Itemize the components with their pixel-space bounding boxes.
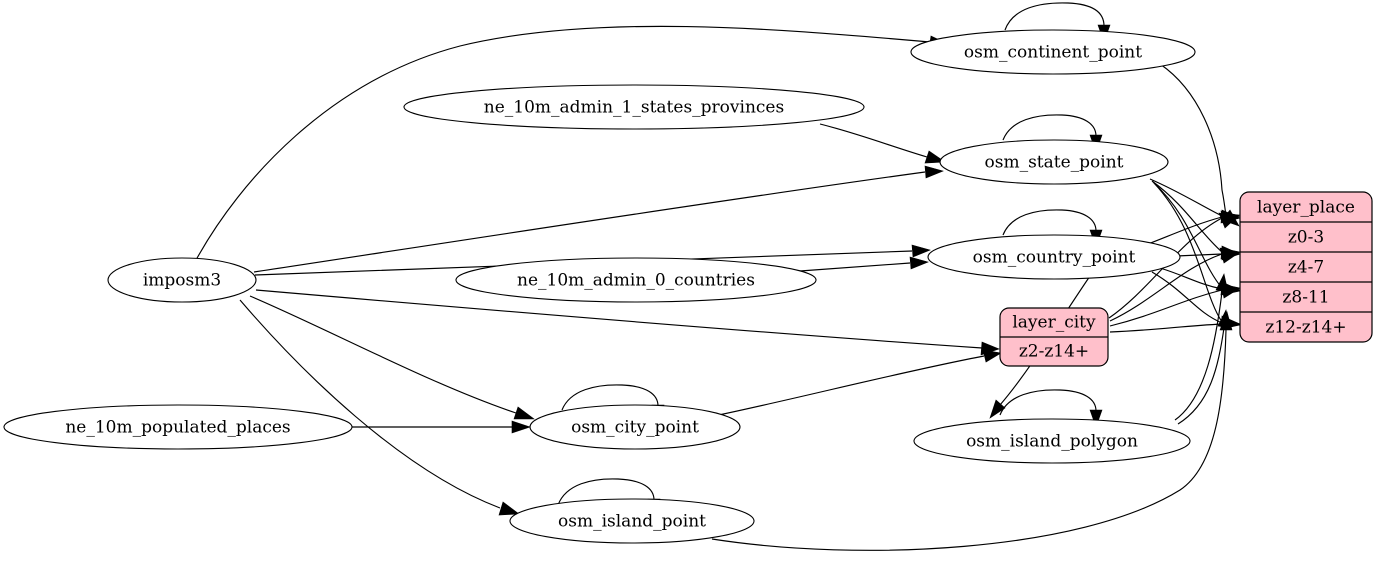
node-layer: imposm3 ne_10m_admin_1_states_provinces … bbox=[3, 29, 1196, 544]
layer-place-title: layer_place bbox=[1257, 198, 1355, 218]
osm-island-polygon-label: osm_island_polygon bbox=[966, 432, 1138, 452]
record-node-layer-place[interactable]: layer_place z0-3 z4-7 z8-11 z12-z14+ bbox=[1239, 191, 1373, 343]
arrowhead bbox=[498, 501, 520, 516]
ne-countries-label: ne_10m_admin_0_countries bbox=[517, 271, 755, 291]
ne-states-ellipse[interactable] bbox=[403, 84, 865, 130]
ne-countries-ellipse[interactable] bbox=[455, 257, 817, 303]
osm-country-point-ellipse[interactable] bbox=[927, 234, 1181, 280]
layer-place-row-z12-z14[interactable]: z12-z14+ bbox=[1265, 318, 1346, 338]
edge-imposm3-to-osm-island-point bbox=[239, 299, 501, 509]
node-osm-state-point[interactable]: osm_state_point bbox=[939, 139, 1169, 185]
node-osm-country-point[interactable]: osm_country_point bbox=[927, 234, 1181, 280]
arrowhead bbox=[1219, 311, 1233, 331]
osm-continent-point-ellipse[interactable] bbox=[910, 29, 1196, 75]
edge-imposm3-to-layer-city bbox=[255, 289, 983, 349]
arrowhead bbox=[1089, 409, 1103, 428]
layer-city-row-z2-z14[interactable]: z2-z14+ bbox=[1019, 342, 1089, 362]
edge-osm-state-point-to-layer-place-z12-z14 bbox=[1153, 182, 1223, 323]
edge-osm-city-point-to-layer-city bbox=[713, 355, 985, 417]
osm-island-point-label: osm_island_point bbox=[558, 512, 706, 532]
arrowhead bbox=[924, 165, 944, 179]
arrowhead bbox=[1219, 247, 1241, 264]
edge-osm-island-polygon-to-layer-place-z12-z14 bbox=[1177, 327, 1225, 425]
layer-place-row-z8-11[interactable]: z8-11 bbox=[1282, 288, 1329, 308]
layer-place-row-z0-3[interactable]: z0-3 bbox=[1288, 228, 1324, 248]
node-osm-continent-point[interactable]: osm_continent_point bbox=[910, 29, 1196, 75]
osm-island-point-ellipse[interactable] bbox=[509, 498, 755, 544]
edge-osm-country-point-to-layer-place-z0-3 bbox=[1147, 216, 1223, 245]
osm-country-point-label: osm_country_point bbox=[973, 248, 1136, 268]
imposm3-ellipse[interactable] bbox=[107, 257, 257, 303]
edge-osm-island-polygon-to-layer-place-z8-11 bbox=[1174, 291, 1223, 421]
edge-layer-city-to-layer-place-z8-11 bbox=[1109, 289, 1223, 327]
edge-imposm3-to-osm-city-point bbox=[249, 295, 517, 414]
edge-osm-country-point-to-layer-place-z4-7 bbox=[1175, 253, 1223, 257]
arrowhead bbox=[982, 349, 1002, 363]
node-ne-10m-admin-1-states-provinces[interactable]: ne_10m_admin_1_states_provinces bbox=[403, 84, 865, 130]
edge-self-loop-osm-island-polygon bbox=[999, 389, 1097, 416]
record-node-layer-city[interactable]: layer_city z2-z14+ bbox=[999, 307, 1109, 367]
imposm3-label: imposm3 bbox=[143, 271, 221, 291]
edge-self-loop-osm-island-point bbox=[557, 478, 655, 506]
arrowhead bbox=[989, 399, 1006, 419]
edge-osm-island-point-to-layer-place-z12-z14 bbox=[711, 329, 1227, 551]
edge-self-loop-osm-city-point bbox=[561, 384, 659, 411]
osm-island-polygon-ellipse[interactable] bbox=[913, 418, 1191, 464]
ne-states-label: ne_10m_admin_1_states_provinces bbox=[484, 98, 784, 118]
edge-imposm3-to-osm-state-point bbox=[253, 171, 926, 273]
node-osm-island-polygon[interactable]: osm_island_polygon bbox=[913, 418, 1191, 464]
osm-city-point-label: osm_city_point bbox=[571, 418, 699, 438]
node-imposm3[interactable]: imposm3 bbox=[107, 257, 257, 303]
edge-osm-state-point-to-layer-place-z4-7 bbox=[1151, 180, 1223, 253]
edge-layer-city-to-layer-place-z4-7 bbox=[1109, 253, 1223, 322]
osm-state-point-ellipse[interactable] bbox=[939, 139, 1169, 185]
node-osm-island-point[interactable]: osm_island_point bbox=[509, 498, 755, 544]
arrowhead bbox=[513, 406, 535, 420]
ne-populated-ellipse[interactable] bbox=[3, 404, 353, 450]
edge-ne-countries-to-osm-country-point bbox=[799, 262, 911, 272]
osm-city-point-ellipse[interactable] bbox=[529, 404, 741, 450]
node-ne-10m-admin-0-countries[interactable]: ne_10m_admin_0_countries bbox=[455, 257, 817, 303]
edge-layer-city-to-layer-place-z12-z14 bbox=[1109, 323, 1223, 333]
arrowhead bbox=[911, 244, 931, 258]
edge-osm-continent-point-to-layer-place-z0-3 bbox=[1159, 63, 1227, 217]
node-ne-10m-populated-places[interactable]: ne_10m_populated_places bbox=[3, 404, 353, 450]
edge-self-loop-osm-state-point bbox=[1002, 114, 1097, 141]
ne-populated-label: ne_10m_populated_places bbox=[65, 418, 290, 438]
layer-city-title: layer_city bbox=[1012, 313, 1096, 333]
node-osm-city-point[interactable]: osm_city_point bbox=[529, 404, 741, 450]
osm-state-point-label: osm_state_point bbox=[985, 153, 1124, 173]
edge-imposm3-to-osm-continent-point bbox=[195, 25, 931, 261]
arrowhead bbox=[909, 256, 929, 270]
osm-continent-point-label: osm_continent_point bbox=[964, 43, 1142, 63]
edge-osm-country-point-to-layer-place-z12-z14 bbox=[1151, 271, 1223, 324]
edge-ne-states-to-osm-state-point bbox=[819, 123, 928, 158]
layer-place-box[interactable] bbox=[1239, 191, 1373, 343]
arrowhead bbox=[511, 420, 531, 434]
edge-self-loop-osm-continent-point bbox=[1004, 2, 1105, 31]
edge-self-loop-osm-country-point bbox=[1002, 209, 1097, 236]
layer-place-row-z4-7[interactable]: z4-7 bbox=[1288, 258, 1324, 278]
edge-osm-state-point-to-layer-place-z0-3 bbox=[1149, 178, 1223, 217]
edge-osm-country-point-to-layer-place-z8-11 bbox=[1159, 267, 1223, 290]
arrowhead bbox=[1218, 212, 1240, 229]
record-node-layer: layer_city z2-z14+ layer_place z0-3 z4-7… bbox=[999, 191, 1373, 367]
edge-osm-state-point-to-layer-place-z8-11 bbox=[1152, 181, 1223, 289]
arrowhead bbox=[1215, 273, 1229, 293]
